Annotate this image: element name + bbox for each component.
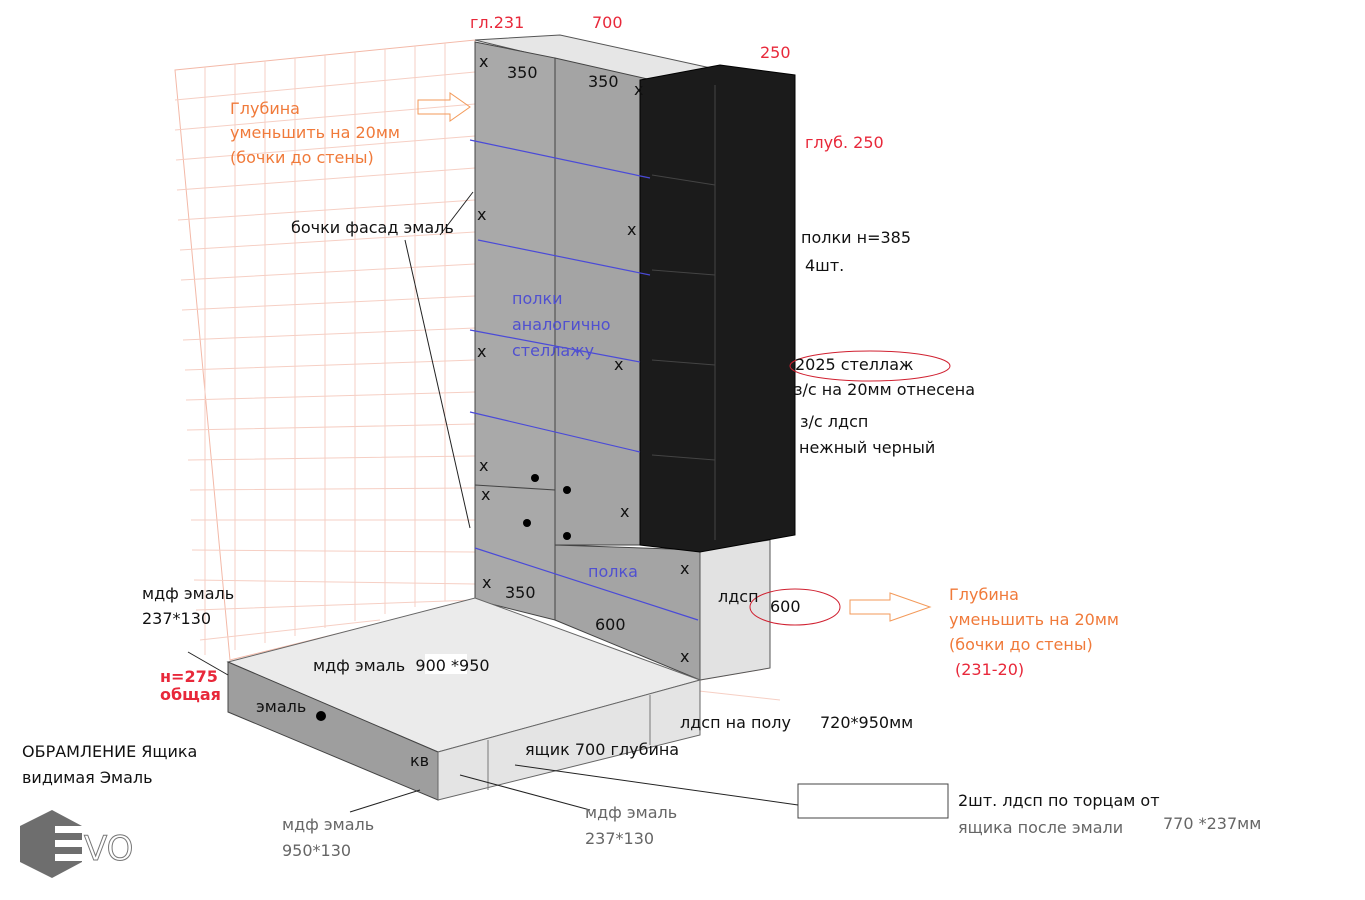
x-mark: x: [479, 52, 488, 71]
note-height: н=275: [160, 667, 218, 686]
svg-text:полки: полки: [512, 289, 563, 308]
dim-door-left-top: 350: [507, 63, 538, 82]
note-kv: кв: [410, 751, 429, 770]
note-back-offset: з/с на 20мм отнесена: [794, 380, 975, 399]
note-back-color: нежный черный: [799, 438, 935, 457]
svg-text:Глубина: Глубина: [230, 99, 300, 118]
note-mdf-inner: мдф эмаль: [585, 803, 677, 822]
note-depth-bottom: Глубина уменьшить на 20мм (бочки до стен…: [949, 585, 1119, 679]
leader-lines: [187, 191, 799, 813]
note-mdf-inner-size: 237*130: [585, 829, 654, 848]
note-mdf-front-size: 950*130: [282, 841, 351, 860]
svg-text:(231-20): (231-20): [955, 660, 1024, 679]
arrow-right-icon: [849, 592, 932, 622]
dim-top-depth: гл.231: [470, 13, 524, 32]
highlight-ellipse: [789, 350, 951, 382]
svg-text:(бочки до стены): (бочки до стены): [230, 148, 374, 167]
note-ends-size: 770 *237мм: [1163, 814, 1261, 833]
note-ends-after: ящика после эмали: [958, 818, 1123, 837]
note-floor-ldsp: лдсп на полу: [680, 713, 791, 732]
dim-door-left-bottom: 350: [505, 583, 536, 602]
note-mdf-side-size: 237*130: [142, 609, 211, 628]
drawer-box: [226, 597, 949, 819]
note-mdf-front: мдф эмаль: [282, 815, 374, 834]
arrow-right-icon: [417, 92, 471, 122]
x-mark: x: [620, 502, 629, 521]
svg-text:(бочки до стены): (бочки до стены): [949, 635, 1093, 654]
note-shelf: полка: [588, 562, 638, 581]
note-side-material: лдсп: [718, 587, 759, 606]
svg-text:аналогично: аналогично: [512, 315, 611, 334]
note-rack: 2025 стеллаж: [795, 355, 913, 374]
note-depth-top: Глубина уменьшить на 20мм (бочки до стен…: [230, 99, 400, 167]
dim-door-right-top: 350: [588, 72, 619, 91]
x-mark: x: [479, 456, 488, 475]
note-frame-visible: видимая Эмаль: [22, 768, 153, 787]
note-ends: 2шт. лдсп по торцам от: [958, 791, 1160, 810]
x-mark: x: [680, 559, 689, 578]
dim-side-depth: 600: [770, 597, 801, 616]
x-mark: x: [477, 342, 486, 361]
x-marks: x x x x x x x x x x x x: [477, 52, 689, 666]
svg-text:VO: VO: [84, 829, 133, 869]
x-mark: x: [627, 220, 636, 239]
note-drawer-depth: ящик 700 глубина: [525, 740, 679, 759]
x-mark: x: [680, 647, 689, 666]
x-mark: x: [482, 573, 491, 592]
svg-text:стеллажу: стеллажу: [512, 341, 594, 360]
x-mark: x: [614, 355, 623, 374]
dim-shelf-depth: глуб. 250: [805, 133, 884, 152]
note-side-facade: бочки фасад эмаль: [291, 218, 454, 237]
note-shelves-spec: полки н=385: [801, 228, 911, 247]
note-mdf-side: мдф эмаль: [142, 584, 234, 603]
svg-text:Глубина: Глубина: [949, 585, 1019, 604]
note-enamel: эмаль: [256, 697, 306, 716]
highlight-ellipse: [749, 588, 841, 626]
dim-shelf-width: 250: [760, 43, 791, 62]
note-mdf-top: мдф эмаль 900 *950: [313, 656, 490, 675]
svg-text:уменьшить на 20мм: уменьшить на 20мм: [230, 123, 400, 142]
dim-top-width: 700: [592, 13, 623, 32]
note-back-material: з/с лдсп: [800, 412, 868, 431]
note-shelves-count: 4шт.: [805, 256, 844, 275]
note-height-total: общая: [160, 685, 221, 704]
note-floor-size: 720*950мм: [820, 713, 913, 732]
svg-text:уменьшить на 20мм: уменьшить на 20мм: [949, 610, 1119, 629]
evo-logo: VO: [20, 810, 134, 878]
note-frame: ОБРАМЛЕНИЕ Ящика: [22, 742, 197, 761]
note-shelves-same: полки аналогично стеллажу: [512, 289, 611, 360]
x-mark: x: [634, 80, 643, 99]
dim-door-right-bottom: 600: [595, 615, 626, 634]
x-mark: x: [477, 205, 486, 224]
x-mark: x: [481, 485, 490, 504]
tall-cabinet: [469, 34, 796, 681]
